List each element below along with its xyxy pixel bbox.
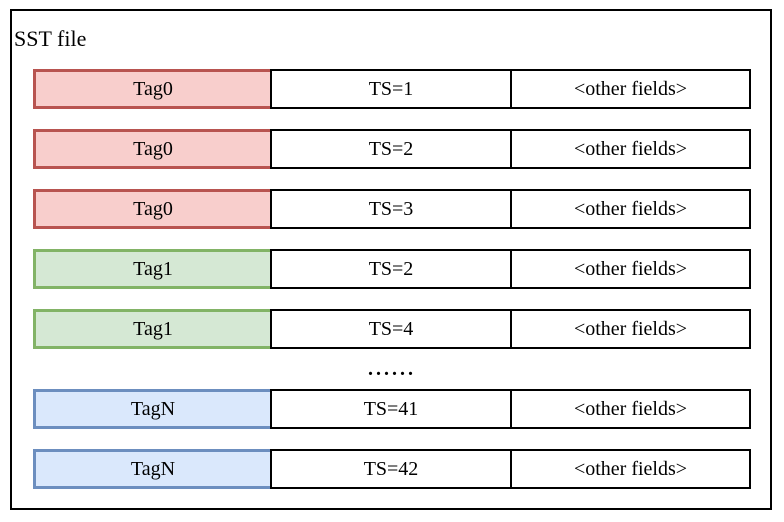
record-row-5: Tag1 TS=4 <other fields> [33, 309, 751, 349]
other-fields-cell: <other fields> [512, 449, 751, 489]
timestamp-cell: TS=2 [270, 129, 512, 169]
timestamp-cell: TS=41 [270, 389, 512, 429]
timestamp-cell: TS=3 [270, 189, 512, 229]
other-fields-cell: <other fields> [512, 129, 751, 169]
tag-cell: Tag1 [33, 309, 270, 349]
tag-cell: Tag0 [33, 189, 270, 229]
timestamp-cell: TS=1 [270, 69, 512, 109]
other-fields-cell: <other fields> [512, 249, 751, 289]
record-row-6: TagN TS=41 <other fields> [33, 389, 751, 429]
other-fields-cell: <other fields> [512, 69, 751, 109]
tag-cell: Tag0 [33, 129, 270, 169]
timestamp-cell: TS=4 [270, 309, 512, 349]
sst-file-label: SST file [14, 26, 87, 51]
tag-cell: Tag1 [33, 249, 270, 289]
other-fields-cell: <other fields> [512, 189, 751, 229]
record-row-1: Tag0 TS=1 <other fields> [33, 69, 751, 109]
record-row-2: Tag0 TS=2 <other fields> [33, 129, 751, 169]
timestamp-cell: TS=42 [270, 449, 512, 489]
tag-cell: TagN [33, 389, 270, 429]
ellipsis-label: ...... [368, 357, 416, 380]
record-row-4: Tag1 TS=2 <other fields> [33, 249, 751, 289]
record-row-3: Tag0 TS=3 <other fields> [33, 189, 751, 229]
record-row-7: TagN TS=42 <other fields> [33, 449, 751, 489]
tag-cell: TagN [33, 449, 270, 489]
other-fields-cell: <other fields> [512, 309, 751, 349]
other-fields-cell: <other fields> [512, 389, 751, 429]
timestamp-cell: TS=2 [270, 249, 512, 289]
tag-cell: Tag0 [33, 69, 270, 109]
